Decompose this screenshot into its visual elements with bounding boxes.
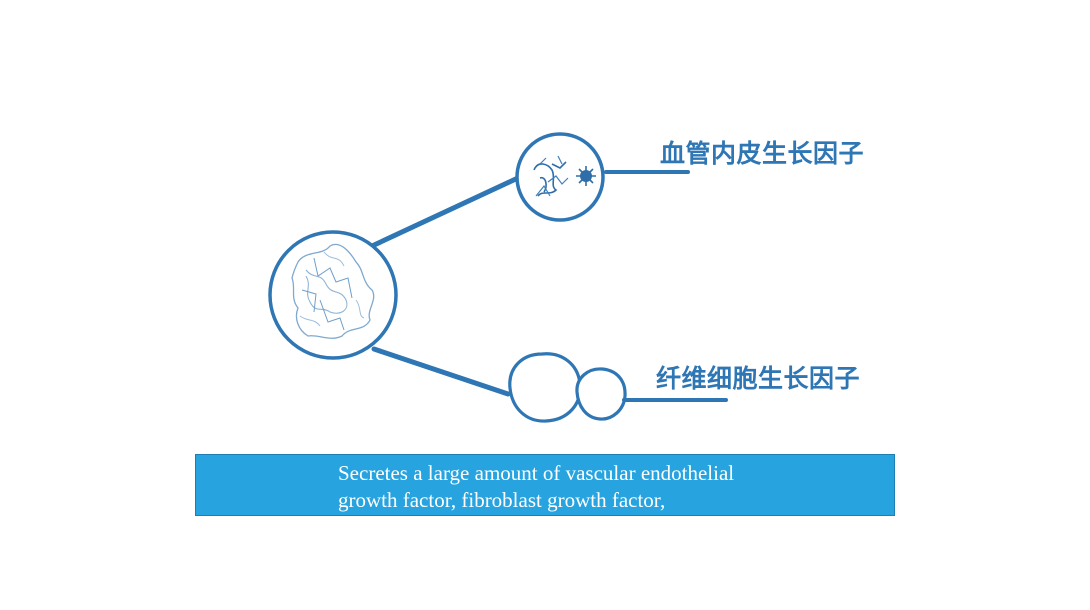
vascular-cell (515, 132, 605, 222)
growth-factor-burst-icon (576, 166, 596, 186)
source-cell (268, 230, 398, 360)
subtitle-line-2: growth factor, fibroblast growth factor, (338, 488, 666, 512)
subtitle-box: Secretes a large amount of vascular endo… (195, 454, 895, 516)
subtitle-line-1: Secretes a large amount of vascular endo… (338, 461, 735, 485)
subtitle-text: Secretes a large amount of vascular endo… (338, 460, 878, 514)
connector-upper (369, 174, 523, 249)
label-fibroblast-growth-factor: 纤维细胞生长因子 (656, 364, 860, 393)
fibroblast-cells (508, 352, 627, 423)
cell-tissue-sketch (291, 243, 375, 339)
label-vascular-endothelial-growth-factor: 血管内皮生长因子 (660, 139, 864, 168)
connector-lower (371, 346, 511, 397)
